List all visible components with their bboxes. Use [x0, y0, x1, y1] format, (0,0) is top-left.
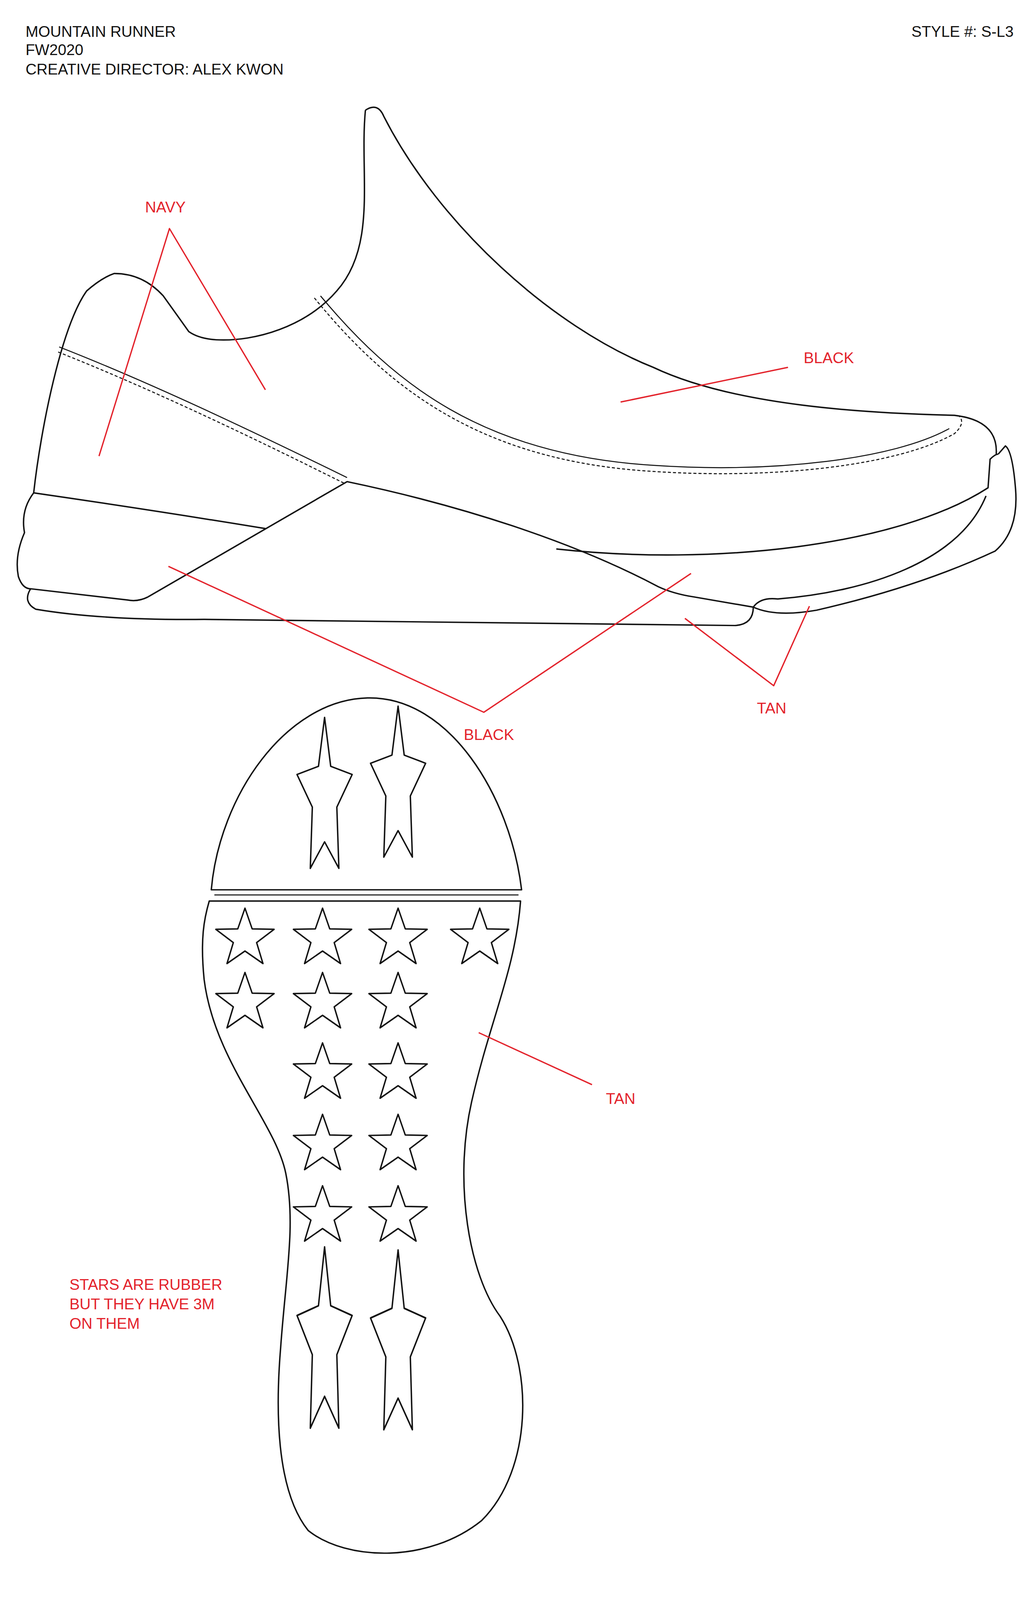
season-code: FW2020: [25, 39, 84, 60]
creative-director: CREATIVE DIRECTOR: ALEX KWON: [25, 59, 284, 79]
color-callout: TAN: [756, 698, 787, 718]
color-callout: TAN: [605, 1088, 636, 1108]
material-note: STARS ARE RUBBER BUT THEY HAVE 3M ON THE…: [69, 1274, 233, 1333]
style-number: STYLE #: S-L3: [911, 21, 1014, 41]
color-callout: BLACK: [463, 724, 514, 744]
title: MOUNTAIN RUNNER: [25, 21, 176, 41]
color-callout: BLACK: [803, 347, 854, 368]
color-callout: NAVY: [144, 197, 186, 217]
leader-lines: [98, 228, 810, 1085]
